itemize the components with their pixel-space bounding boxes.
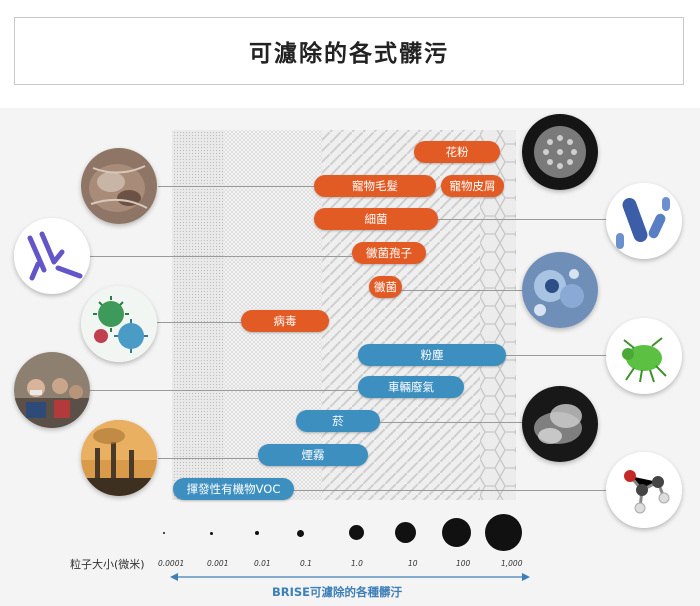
dust-mite-image bbox=[606, 318, 682, 394]
smog-factory-image bbox=[81, 420, 157, 496]
filter-layer-fine bbox=[172, 130, 224, 500]
particle-size-dot bbox=[442, 518, 471, 547]
connector-mold bbox=[400, 290, 524, 291]
particle-size-dot bbox=[255, 531, 259, 535]
connector-smoke bbox=[380, 422, 523, 423]
size-tick: 1,000 bbox=[501, 559, 523, 568]
mold-image bbox=[522, 252, 598, 328]
size-tick: 0.1 bbox=[300, 559, 312, 568]
dust-tag: 粉塵 bbox=[358, 344, 506, 366]
brise-filter-range-caption: BRISE可濾除的各種髒汙 bbox=[272, 585, 403, 599]
pollen-image bbox=[522, 114, 598, 190]
virus-tag: 病毒 bbox=[241, 310, 329, 332]
size-tick: 1.0 bbox=[351, 559, 363, 568]
particle-size-dot bbox=[485, 514, 522, 551]
mold-spores-image bbox=[14, 218, 90, 294]
smoke-tag: 菸 bbox=[296, 410, 380, 432]
bacteria-image bbox=[606, 183, 682, 259]
mold-tag: 黴菌 bbox=[369, 276, 402, 298]
traffic-commuters-image bbox=[14, 352, 90, 428]
particle-size-dot bbox=[297, 530, 304, 537]
size-tick: 0.001 bbox=[207, 559, 229, 568]
size-tick: 0.0001 bbox=[158, 559, 185, 568]
connector-car-exhaust bbox=[88, 390, 358, 391]
particle-size-axis-label: 粒子大小(微米) bbox=[70, 558, 145, 571]
pet-hair-tag: 寵物毛髮 bbox=[314, 175, 436, 197]
size-tick: 0.01 bbox=[254, 559, 271, 568]
pet-hair-image bbox=[81, 148, 157, 224]
connector-bacteria bbox=[436, 219, 606, 220]
particle-size-dot bbox=[210, 532, 213, 535]
title-box: 可濾除的各式髒污 bbox=[14, 17, 684, 85]
connector-virus bbox=[155, 322, 241, 323]
particle-size-dot bbox=[395, 522, 416, 543]
particle-size-dot bbox=[163, 532, 165, 534]
virus-image bbox=[81, 286, 157, 362]
pollen-tag: 花粉 bbox=[414, 141, 500, 163]
car-exhaust-tag: 車輛廢氣 bbox=[358, 376, 464, 398]
page-title: 可濾除的各式髒污 bbox=[249, 41, 449, 67]
particle-size-dot bbox=[349, 525, 364, 540]
voc-tag: 揮發性有機物VOC bbox=[173, 478, 294, 500]
connector-dust bbox=[504, 355, 610, 356]
connector-mold-spores bbox=[80, 256, 352, 257]
mold-spores-tag: 黴菌孢子 bbox=[352, 242, 426, 264]
pet-dander-tag: 寵物皮屑 bbox=[441, 175, 504, 197]
smog-tag: 煙霧 bbox=[258, 444, 368, 466]
connector-smog bbox=[158, 458, 258, 459]
size-tick: 100 bbox=[456, 559, 471, 568]
size-tick: 10 bbox=[408, 559, 418, 568]
connector-voc bbox=[294, 490, 608, 491]
smoke-image bbox=[522, 386, 598, 462]
molecule-image bbox=[606, 452, 682, 528]
connector-pet-hair bbox=[158, 186, 318, 187]
filter-range-arrow bbox=[170, 573, 530, 581]
bacteria-tag: 細菌 bbox=[314, 208, 438, 230]
